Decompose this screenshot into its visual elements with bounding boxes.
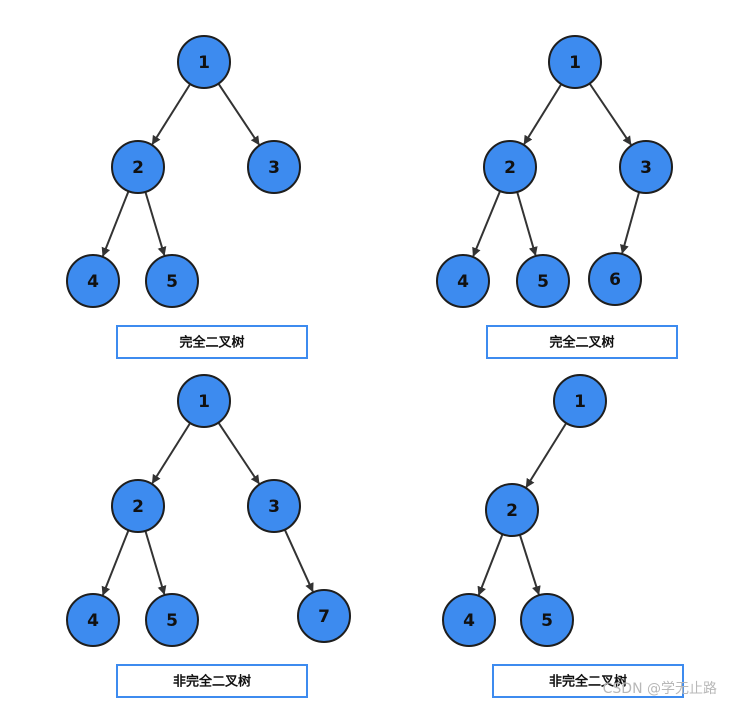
caption-text: 完全二叉树 <box>549 335 614 351</box>
tree-2-edge-2-4 <box>472 190 502 257</box>
tree-2-node-5: 5 <box>516 254 570 308</box>
watermark-text: CSDN @学无止路 <box>603 681 717 697</box>
node-label: 5 <box>166 611 178 631</box>
node-label: 3 <box>268 158 280 178</box>
node-label: 2 <box>132 497 144 517</box>
tree-2-node-2: 2 <box>483 140 537 194</box>
node-circle <box>66 254 120 308</box>
caption-box <box>116 325 308 359</box>
tree-2-node-3: 3 <box>619 140 673 194</box>
tree-1-node-5: 5 <box>145 254 199 308</box>
tree-4-node-5: 5 <box>520 593 574 647</box>
tree-2-node-1: 1 <box>548 35 602 89</box>
tree-1-node-2: 2 <box>111 140 165 194</box>
node-circle <box>520 593 574 647</box>
tree-2-edge-3-6 <box>620 191 641 254</box>
caption-text: 完全二叉树 <box>179 335 244 351</box>
node-label: 2 <box>132 158 144 178</box>
tree-3-edge-1-2 <box>151 422 192 484</box>
caption-box <box>116 664 308 698</box>
tree-2-edge-1-2 <box>523 83 563 145</box>
node-circle <box>548 35 602 89</box>
node-circle <box>66 593 120 647</box>
tree-1-caption: 完全二叉树 <box>116 325 308 359</box>
node-label: 5 <box>541 611 553 631</box>
tree-3-node-1: 1 <box>177 374 231 428</box>
node-label: 5 <box>537 272 549 292</box>
tree-3-caption: 非完全二叉树 <box>116 664 308 698</box>
node-label: 4 <box>87 272 99 292</box>
tree-3-edge-2-4 <box>101 529 130 596</box>
tree-2-edge-2-5 <box>516 191 538 256</box>
node-circle <box>297 589 351 643</box>
tree-2-caption: 完全二叉树 <box>486 325 678 359</box>
node-circle <box>145 254 199 308</box>
tree-3-edge-2-5 <box>144 530 167 595</box>
tree-1-edge-2-4 <box>101 190 130 257</box>
node-label: 5 <box>166 272 178 292</box>
tree-1-edge-1-2 <box>151 83 192 145</box>
tree-3-node-7: 7 <box>297 589 351 643</box>
node-label: 7 <box>318 607 330 627</box>
node-circle <box>111 479 165 533</box>
tree-1-node-1: 1 <box>177 35 231 89</box>
node-label: 6 <box>609 270 621 290</box>
node-circle <box>483 140 537 194</box>
tree-4-edge-2-5 <box>518 534 541 596</box>
caption-text: 非完全二叉树 <box>173 674 251 690</box>
caption-box <box>492 664 684 698</box>
nodes-layer: 1 2 3 4 5 1 2 3 4 5 6 1 2 3 4 5 7 1 2 4 5 <box>66 35 673 647</box>
node-circle <box>485 483 539 537</box>
node-label: 3 <box>640 158 652 178</box>
tree-3-node-2: 2 <box>111 479 165 533</box>
node-circle <box>588 252 642 306</box>
tree-3-edge-1-3 <box>217 422 260 485</box>
tree-4-node-4: 4 <box>442 593 496 647</box>
node-label: 1 <box>569 53 581 73</box>
tree-3-edge-3-7 <box>283 529 314 593</box>
tree-1-node-3: 3 <box>247 140 301 194</box>
tree-1-edge-2-5 <box>144 191 167 256</box>
node-circle <box>247 140 301 194</box>
node-circle <box>516 254 570 308</box>
tree-1-edge-1-3 <box>217 83 260 146</box>
node-circle <box>177 35 231 89</box>
node-label: 1 <box>198 392 210 412</box>
node-label: 2 <box>504 158 516 178</box>
tree-4-node-1: 1 <box>553 374 607 428</box>
tree-4-node-2: 2 <box>485 483 539 537</box>
node-circle <box>442 593 496 647</box>
node-circle <box>145 593 199 647</box>
node-label: 2 <box>506 501 518 521</box>
tree-4-edge-2-4 <box>477 533 504 596</box>
edges-layer <box>101 82 641 596</box>
node-circle <box>177 374 231 428</box>
node-label: 4 <box>87 611 99 631</box>
caption-box <box>486 325 678 359</box>
tree-2-node-4: 4 <box>436 254 490 308</box>
node-label: 1 <box>574 392 586 412</box>
node-circle <box>619 140 673 194</box>
tree-3-node-4: 4 <box>66 593 120 647</box>
tree-3-node-3: 3 <box>247 479 301 533</box>
node-circle <box>553 374 607 428</box>
node-label: 3 <box>268 497 280 517</box>
tree-4-caption: 非完全二叉树 <box>492 664 684 698</box>
node-circle <box>436 254 490 308</box>
tree-3-node-5: 5 <box>145 593 199 647</box>
tree-2-node-6: 6 <box>588 252 642 306</box>
tree-1-node-4: 4 <box>66 254 120 308</box>
tree-4-edge-1-2 <box>525 422 568 488</box>
caption-text: 非完全二叉树 <box>549 674 627 690</box>
tree-2-edge-1-3 <box>588 82 632 146</box>
node-label: 4 <box>457 272 469 292</box>
node-label: 1 <box>198 53 210 73</box>
node-circle <box>111 140 165 194</box>
node-circle <box>247 479 301 533</box>
node-label: 4 <box>463 611 475 631</box>
